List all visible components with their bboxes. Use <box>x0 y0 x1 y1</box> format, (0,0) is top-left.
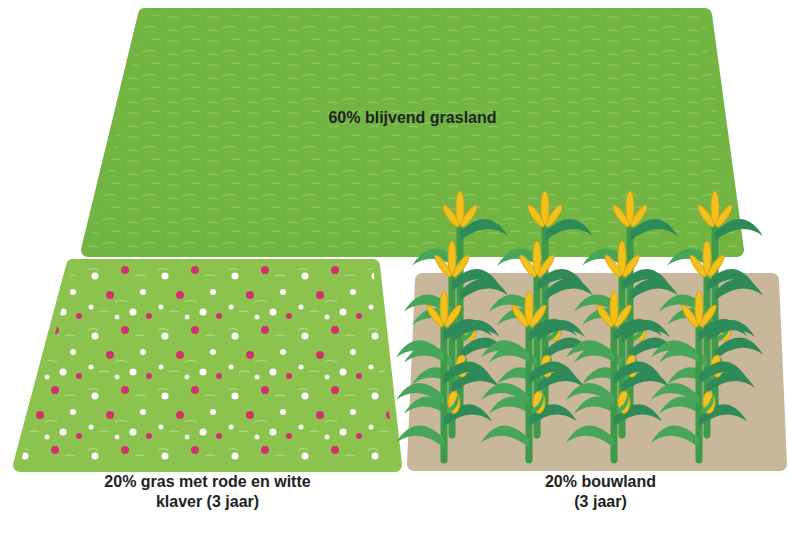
corn-tassel <box>536 253 557 278</box>
corn-tassel <box>698 303 719 328</box>
corn-leaf <box>651 426 699 448</box>
corn-plant <box>396 291 492 460</box>
corn-tassel <box>595 303 616 328</box>
corn-leaf <box>481 340 529 362</box>
corn-leaf <box>396 340 444 362</box>
corn-leaf <box>529 362 577 384</box>
field-fill <box>88 15 737 250</box>
corn-tassel <box>518 253 539 278</box>
corn-leaf <box>651 340 699 362</box>
corn-tassel <box>621 253 642 278</box>
corn-leaf <box>566 383 614 405</box>
corn-husk <box>447 392 459 414</box>
corn-leaf <box>699 362 747 384</box>
corn-plant <box>404 241 500 435</box>
corn-leaf <box>481 383 529 405</box>
corn-tassel <box>706 253 727 278</box>
corn-plant <box>489 241 585 435</box>
corn-plant <box>574 241 670 435</box>
corn-tassel <box>696 203 717 228</box>
corn-leaf <box>566 426 614 448</box>
corn-cob <box>533 391 545 413</box>
corn-tassel <box>544 203 565 228</box>
corn-husk <box>617 392 629 414</box>
corn-tassel <box>603 253 624 278</box>
corn-tassel <box>443 303 464 328</box>
field-fill <box>20 266 395 465</box>
corn-leaf <box>481 426 529 448</box>
corn-tassel <box>528 303 549 328</box>
arable-field: 20% bouwland (3 jaar) <box>400 180 788 524</box>
field-caption: 20% bouwland (3 jaar) <box>538 472 663 512</box>
field-fill <box>414 280 780 464</box>
corn-cob <box>703 391 715 413</box>
field-label: 60% blijvend grasland <box>85 108 740 128</box>
corn-tassel <box>526 203 547 228</box>
corn-husk <box>532 392 544 414</box>
field-texture <box>20 266 395 465</box>
corn-leaf <box>396 426 444 448</box>
corn-leaf <box>444 362 492 384</box>
corn-plant <box>659 241 755 435</box>
corn-tassel <box>611 203 632 228</box>
corn-plant <box>481 291 577 460</box>
corn-plant <box>651 291 747 460</box>
corn-cob <box>618 391 630 413</box>
corn-tassel <box>451 253 472 278</box>
corn-tassel <box>629 203 650 228</box>
corn-leaf <box>651 383 699 405</box>
corn-tassel <box>714 203 735 228</box>
field-texture <box>88 15 737 250</box>
corn-leaf <box>396 383 444 405</box>
corn-leaf <box>566 340 614 362</box>
corn-illustration <box>396 191 763 460</box>
corn-tassel <box>613 303 634 328</box>
corn-leaf <box>715 338 763 360</box>
field-caption: 20% gras met rode en witte klaver (3 jaa… <box>100 472 315 512</box>
corn-tassel <box>688 253 709 278</box>
corn-leaf <box>614 362 662 384</box>
corn-tassel <box>459 203 480 228</box>
clover-field: 20% gras met rode en witte klaver (3 jaa… <box>15 262 400 524</box>
corn-tassel <box>441 203 462 228</box>
corn-tassel <box>680 303 701 328</box>
corn-tassel <box>510 303 531 328</box>
corn-husk <box>702 392 714 414</box>
corn-plant <box>566 291 662 460</box>
corn-cob <box>448 391 460 413</box>
corn-tassel <box>433 253 454 278</box>
corn-tassel <box>425 303 446 328</box>
field-shape <box>400 180 788 524</box>
